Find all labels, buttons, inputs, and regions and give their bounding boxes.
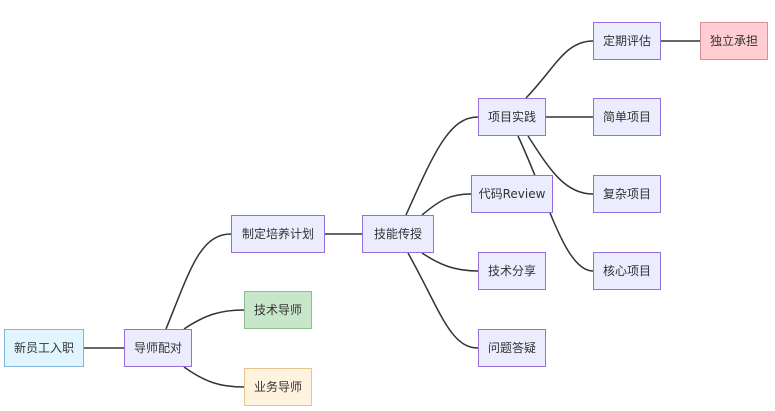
node-periodic-eval: 定期评估: [593, 22, 661, 60]
node-mentor-pairing: 导师配对: [124, 329, 192, 367]
edge-skill-code-review: [421, 193, 472, 216]
node-complex-project: 复杂项目: [593, 175, 661, 213]
node-tech-mentor: 技术导师: [244, 291, 312, 329]
node-independent: 独立承担: [700, 22, 768, 60]
node-project-practice: 项目实践: [478, 98, 546, 136]
node-training-plan: 制定培养计划: [231, 215, 325, 253]
node-business-mentor: 业务导师: [244, 368, 312, 406]
node-qa: 问题答疑: [478, 329, 546, 367]
edge-pairing-plan: [165, 233, 232, 330]
node-core-project: 核心项目: [593, 252, 661, 290]
edge-skill-qa: [407, 252, 479, 349]
edge-project-complex: [527, 135, 594, 195]
edge-skill-tech-share: [421, 252, 479, 272]
edge-project-eval: [525, 40, 594, 99]
edge-pairing-tech-mentor: [183, 309, 245, 330]
node-skill-transfer: 技能传授: [362, 215, 434, 253]
node-tech-share: 技术分享: [478, 252, 546, 290]
node-simple-project: 简单项目: [593, 98, 661, 136]
node-new-employee: 新员工入职: [4, 329, 84, 367]
node-code-review: 代码Review: [471, 175, 553, 213]
edge-pairing-biz-mentor: [183, 366, 245, 388]
edge-skill-project: [405, 116, 479, 216]
edge-project-core: [517, 135, 594, 272]
